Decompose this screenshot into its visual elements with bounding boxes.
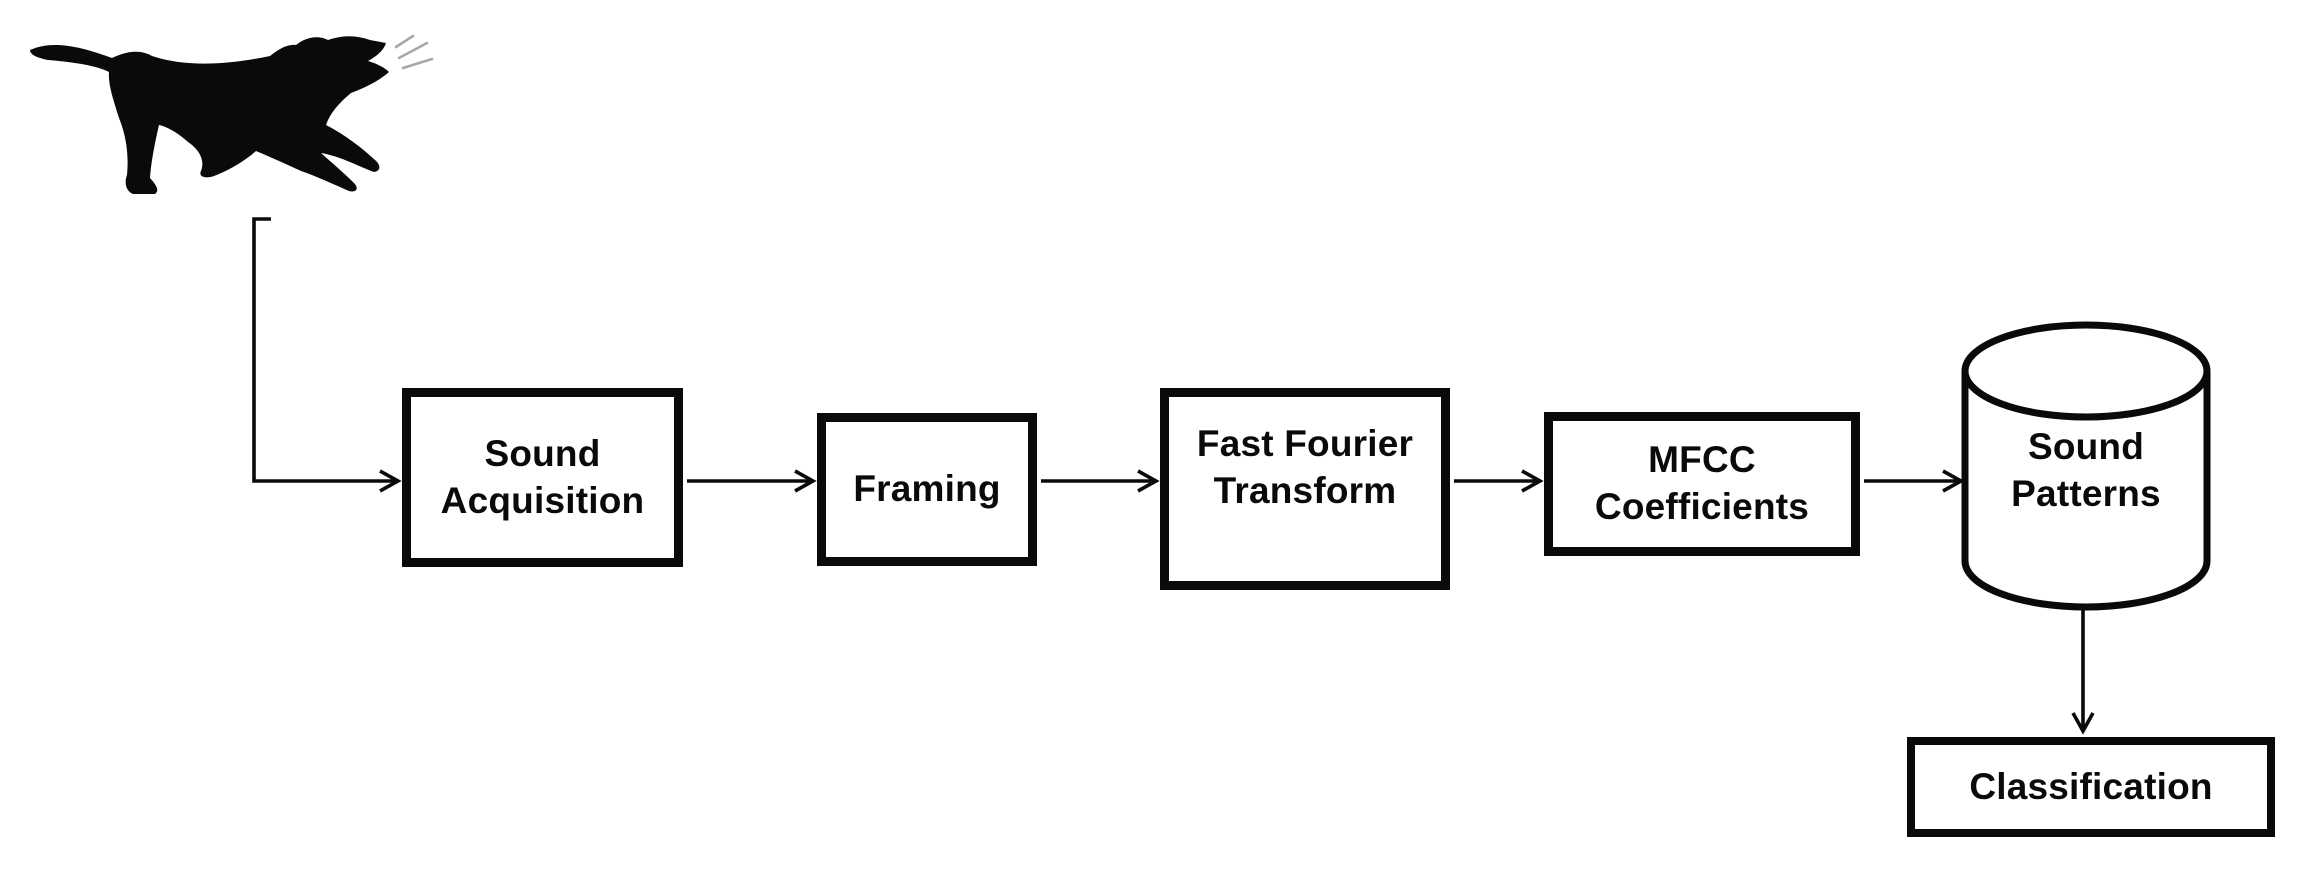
node-sound-acquisition-line1: Sound <box>484 432 601 474</box>
node-mfcc-coefficients: MFCC Coefficients <box>1544 412 1860 556</box>
node-classification-label: Classification <box>1969 765 2213 807</box>
node-classification: Classification <box>1907 737 2275 837</box>
node-sound-patterns-line2: Patterns <box>2011 473 2161 514</box>
node-fast-fourier-transform: Fast Fourier Transform <box>1160 388 1450 590</box>
barking-dog-icon <box>30 34 434 194</box>
edge-dog-to-sound-acquisition <box>252 217 402 493</box>
node-framing: Framing <box>817 413 1037 566</box>
node-sound-acquisition: Sound Acquisition <box>402 388 683 567</box>
sound-wave-lines-icon <box>394 34 434 70</box>
node-fft-line1: Fast Fourier <box>1196 423 1414 465</box>
node-framing-label: Framing <box>853 468 1001 510</box>
node-mfcc-line2: Coefficients <box>1594 486 1810 527</box>
node-sound-patterns-line1: Sound <box>2027 426 2145 468</box>
node-sound-acquisition-line2: Acquisition <box>440 479 645 521</box>
node-fft-line2: Transform <box>1213 470 1397 511</box>
node-mfcc-line1: MFCC <box>1648 439 1756 481</box>
node-sound-patterns-label: Sound Patterns <box>1965 412 2207 530</box>
